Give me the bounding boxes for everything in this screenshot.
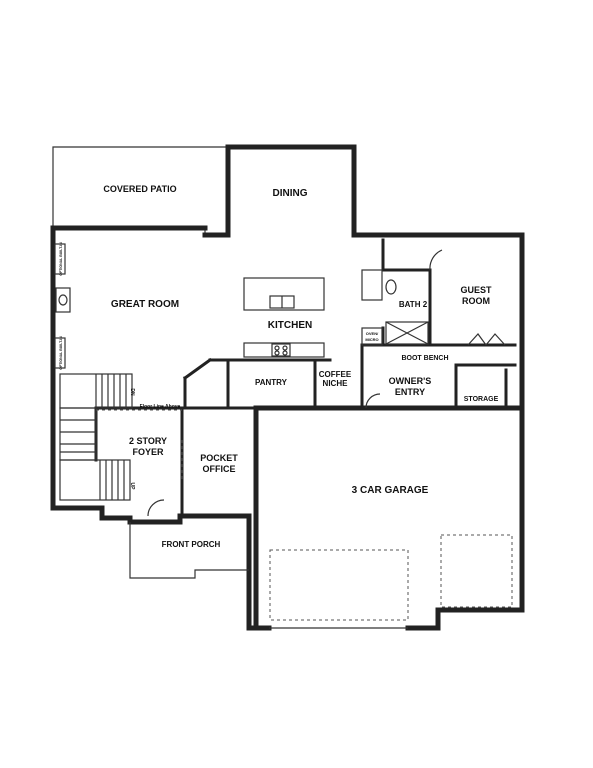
label-storage: STORAGE <box>464 396 499 403</box>
label-pocket-office-line2: OFFICE <box>203 464 236 474</box>
fireplace <box>55 287 71 313</box>
kitchen-counter <box>243 342 325 358</box>
foyer-entry-door <box>147 499 165 517</box>
note-stair-up: UP <box>129 483 135 491</box>
label-guest-room-line1: GUEST <box>460 285 492 295</box>
label-owners-entry-line1: OWNER'S <box>389 376 432 386</box>
note-oven-micro-line1: OVEN/ <box>366 331 379 336</box>
shower <box>385 321 429 345</box>
label-coffee-niche-line1: COFFEE <box>319 370 352 379</box>
label-bath2: BATH 2 <box>399 300 428 309</box>
label-guest-room-line2: ROOM <box>462 296 490 306</box>
note-floor-line-above: Floor Line Above <box>140 404 181 410</box>
staircase <box>59 373 133 501</box>
kitchen-island <box>243 277 325 311</box>
label-garage: 3 CAR GARAGE <box>352 485 429 496</box>
toilet <box>385 279 397 295</box>
owners-entry-door <box>365 393 381 409</box>
label-owners-entry-line2: ENTRY <box>395 387 425 397</box>
label-foyer-line1: 2 STORY <box>129 436 167 446</box>
guest-closet-doors <box>467 333 506 346</box>
label-dining: DINING <box>273 188 308 199</box>
label-boot-bench: BOOT BENCH <box>401 355 448 362</box>
label-covered-patio: COVERED PATIO <box>103 184 176 194</box>
interior-walls <box>94 238 517 517</box>
label-great-room: GREAT ROOM <box>111 299 179 310</box>
garage-door-1 <box>269 549 409 621</box>
label-pocket-office-line1: POCKET <box>200 453 238 463</box>
note-stair-dn: DN <box>129 388 135 396</box>
note-optional-built-in-bottom: OPTIONAL BUILT-IN <box>59 336 63 370</box>
note-optional-built-in-top: OPTIONAL BUILT-IN <box>59 242 63 276</box>
note-oven-micro-line2: MICRO <box>365 337 378 342</box>
label-coffee-niche-line2: NICHE <box>323 379 349 388</box>
label-front-porch: FRONT PORCH <box>162 540 221 549</box>
oven-micro-cabinet <box>361 327 383 346</box>
dining-walls <box>202 144 357 238</box>
garage-door-2 <box>440 534 513 608</box>
label-foyer-line2: FOYER <box>132 447 164 457</box>
exterior-walls <box>50 225 525 631</box>
garage-walls <box>253 405 525 631</box>
guest-room-door <box>429 249 443 271</box>
optional-built-in-top <box>54 243 66 275</box>
label-kitchen: KITCHEN <box>268 320 312 331</box>
fridge <box>361 269 383 301</box>
optional-built-in-bottom <box>54 337 66 369</box>
cooktop <box>271 343 291 357</box>
front-porch-outline <box>129 522 249 579</box>
label-pantry: PANTRY <box>255 378 288 387</box>
